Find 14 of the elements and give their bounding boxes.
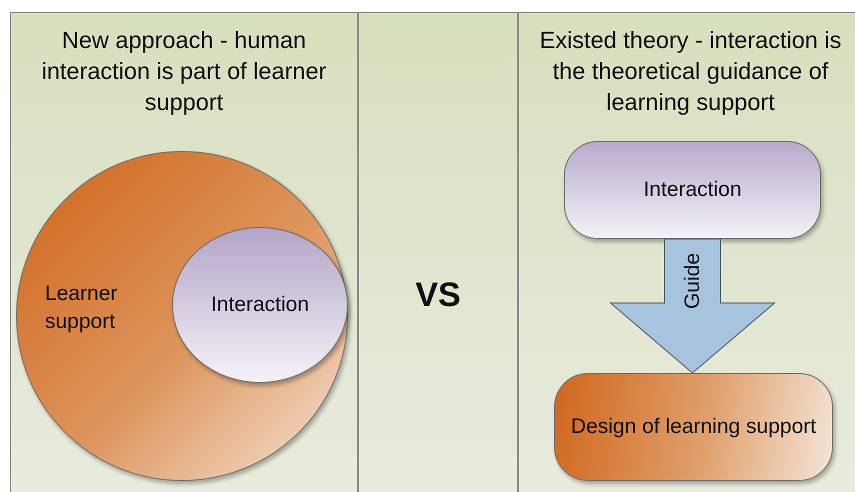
edge-label: Guide bbox=[680, 252, 704, 310]
panel bbox=[358, 12, 518, 492]
node-label: Interaction bbox=[642, 177, 743, 203]
panel bbox=[10, 12, 358, 492]
node-label: Design of learning support bbox=[570, 414, 818, 440]
versus-label: VS bbox=[414, 275, 462, 315]
rounded-box bbox=[554, 373, 833, 481]
panel-heading: Existed theory - interaction is the theoretical guidance of learning support bbox=[538, 26, 842, 117]
node-label: Interaction bbox=[210, 292, 310, 318]
panel-heading: New approach - human interaction is part of learner support bbox=[40, 26, 328, 117]
rounded-box bbox=[564, 141, 821, 239]
node-label: Learner support bbox=[45, 281, 118, 335]
block-arrow bbox=[609, 238, 776, 374]
panel bbox=[518, 12, 855, 492]
